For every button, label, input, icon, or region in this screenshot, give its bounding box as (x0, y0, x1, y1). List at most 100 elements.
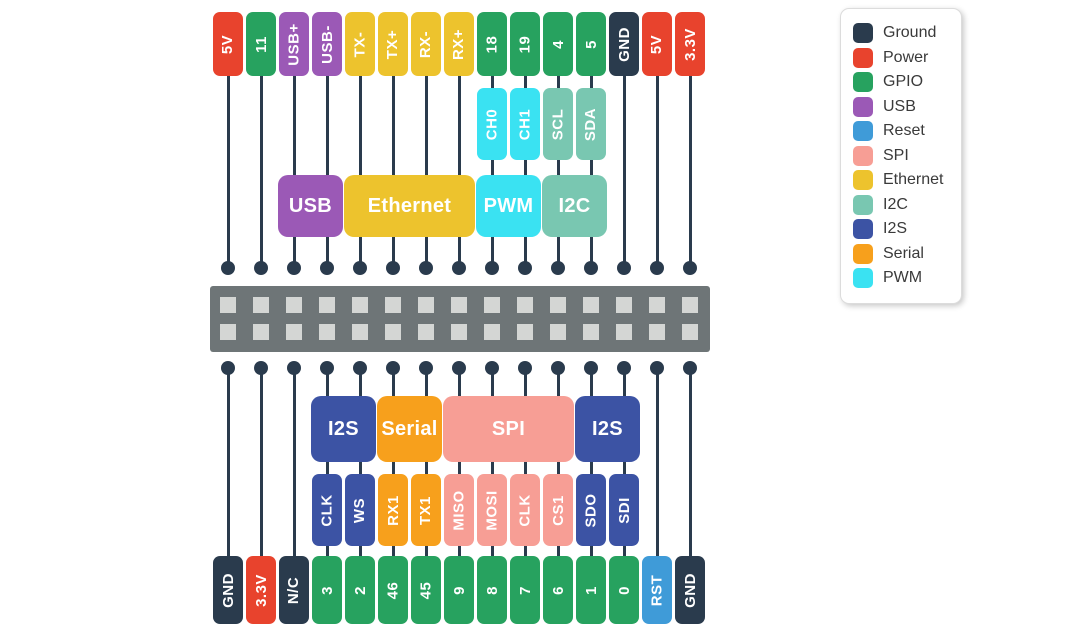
connector-hole (682, 297, 698, 313)
connector-hole (517, 297, 533, 313)
bottom-pin-8: 8 (477, 556, 507, 624)
legend-swatch-ethernet (853, 170, 873, 191)
wire-bottom (589, 368, 593, 560)
wire-top (226, 70, 230, 270)
bottom-pin-46: 46 (378, 556, 408, 624)
connector-hole (616, 297, 632, 313)
connector-hole (418, 324, 434, 340)
bottom-group-I2S: I2S (311, 396, 376, 462)
wire-top (457, 70, 461, 270)
bottom-sub-TX1: TX1 (411, 474, 441, 546)
top-pin-TX+-text: TX+ (384, 29, 402, 59)
connector-hole (220, 297, 236, 313)
legend-swatch-ground (853, 23, 873, 44)
top-sub-SDA: SDA (576, 88, 606, 160)
bottom-group-Serial: Serial (377, 396, 442, 462)
bottom-sub-MOSI-text: MOSI (483, 489, 501, 531)
bottom-sub-MOSI: MOSI (477, 474, 507, 546)
pin-dot-bottom (353, 361, 367, 375)
bottom-group-I2S-text: I2S (328, 417, 359, 440)
bottom-sub-TX1-text: TX1 (417, 495, 435, 525)
bottom-pin-RST-text: RST (648, 574, 666, 606)
pin-dot-top (353, 261, 367, 275)
bottom-sub-WS-text: WS (351, 497, 369, 523)
legend-item-power: Power (853, 46, 961, 71)
wire-bottom (655, 368, 659, 560)
top-pin-5V-text: 5V (648, 34, 666, 54)
connector-hole (682, 324, 698, 340)
legend-item-usb: USB (853, 95, 961, 120)
pin-dot-bottom (287, 361, 301, 375)
top-pin-TX--text: TX- (351, 31, 369, 57)
bottom-sub-CLK: CLK (312, 474, 342, 546)
connector-hole (484, 324, 500, 340)
connector-hole (385, 324, 401, 340)
top-pin-TX-: TX- (345, 12, 375, 76)
wire-bottom (259, 368, 263, 560)
pin-dot-top (320, 261, 334, 275)
top-group-PWM-text: PWM (483, 194, 534, 217)
bottom-pin-3: 3 (312, 556, 342, 624)
top-pin-USB--text: USB- (318, 24, 336, 64)
wire-top (259, 70, 263, 270)
pin-dot-top (485, 261, 499, 275)
legend-label-i2c: I2C (883, 195, 908, 213)
wire-bottom (424, 368, 428, 560)
bottom-pin-2-text: 2 (351, 585, 369, 595)
connector-hole (220, 324, 236, 340)
pin-dot-top (419, 261, 433, 275)
bottom-pin-GND: GND (675, 556, 705, 624)
bottom-group-SPI: SPI (443, 396, 574, 462)
wire-top (490, 70, 494, 270)
top-group-I2C: I2C (542, 175, 607, 237)
top-pin-5V-text: 5V (219, 34, 237, 54)
wire-top (622, 70, 626, 270)
connector-hole (550, 324, 566, 340)
top-pin-USB+: USB+ (279, 12, 309, 76)
bottom-sub-CLK: CLK (510, 474, 540, 546)
connector-hole (583, 324, 599, 340)
legend-label-ground: Ground (883, 24, 937, 42)
top-sub-SCL-text: SCL (549, 108, 567, 140)
bottom-pin-6: 6 (543, 556, 573, 624)
pin-dot-top (254, 261, 268, 275)
top-pin-5: 5 (576, 12, 606, 76)
top-pin-19: 19 (510, 12, 540, 76)
legend-label-ethernet: Ethernet (883, 171, 944, 189)
bottom-sub-MISO: MISO (444, 474, 474, 546)
top-pin-RX+-text: RX+ (450, 28, 468, 60)
bottom-sub-SDO-text: SDO (582, 492, 600, 528)
bottom-pin-6-text: 6 (549, 585, 567, 595)
wire-bottom (688, 368, 692, 560)
pin-dot-top (518, 261, 532, 275)
legend-swatch-i2c (853, 194, 873, 215)
wire-bottom (490, 368, 494, 560)
top-pin-11-text: 11 (252, 35, 270, 53)
bottom-pin-N/C: N/C (279, 556, 309, 624)
bottom-pin-7: 7 (510, 556, 540, 624)
bottom-pin-GND-text: GND (681, 572, 699, 608)
connector-hole (649, 324, 665, 340)
pin-dot-top (650, 261, 664, 275)
legend-item-spi: SPI (853, 144, 961, 169)
top-pin-TX+: TX+ (378, 12, 408, 76)
bottom-pin-3.3V: 3.3V (246, 556, 276, 624)
bottom-sub-WS: WS (345, 474, 375, 546)
wire-bottom (292, 368, 296, 560)
top-group-PWM: PWM (476, 175, 541, 237)
connector-hole (352, 324, 368, 340)
legend-item-ground: Ground (853, 21, 961, 46)
bottom-sub-CS1-text: CS1 (549, 494, 567, 526)
legend-item-pwm: PWM (853, 266, 961, 291)
legend-label-pwm: PWM (883, 269, 923, 287)
legend-item-serial: Serial (853, 242, 961, 267)
top-sub-CH0: CH0 (477, 88, 507, 160)
bottom-sub-SDO: SDO (576, 474, 606, 546)
bottom-sub-SDI: SDI (609, 474, 639, 546)
top-pin-5V: 5V (642, 12, 672, 76)
connector-hole (451, 297, 467, 313)
legend-label-gpio: GPIO (883, 73, 924, 91)
